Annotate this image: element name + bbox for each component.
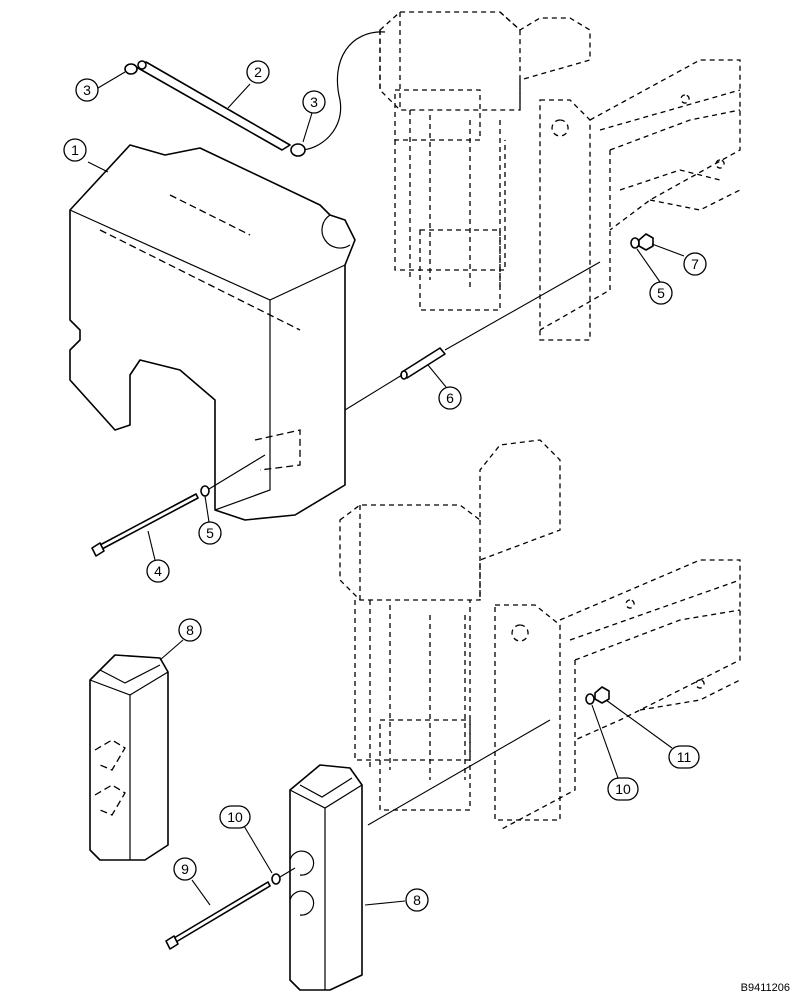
callout-1: 1 (63, 138, 87, 162)
svg-text:6: 6 (446, 390, 454, 406)
callout-3-right: 3 (302, 90, 326, 114)
callout-5-chassis: 5 (649, 281, 673, 305)
bolt-4 (91, 493, 199, 557)
callout-11: 11 (668, 745, 700, 769)
washer-10-chassis (585, 693, 595, 705)
svg-text:5: 5 (206, 525, 214, 541)
callout-10-bolt: 10 (219, 805, 251, 829)
counterweight-8-mounted (289, 764, 363, 991)
svg-text:9: 9 (181, 861, 189, 877)
washer-5-bolt (200, 485, 210, 497)
svg-text:3: 3 (83, 82, 91, 98)
counterweight-1 (69, 144, 356, 521)
svg-text:11: 11 (677, 749, 692, 765)
callout-8-mounted: 8 (405, 888, 429, 912)
upper-chassis-frame (379, 11, 741, 341)
bolt-9-axis-line (279, 867, 296, 878)
svg-text:8: 8 (186, 622, 194, 638)
callout-4: 4 (146, 559, 170, 583)
svg-text:3: 3 (310, 94, 318, 110)
washer-10-bolt (271, 873, 281, 885)
washer-5-chassis (630, 237, 640, 249)
svg-text:5: 5 (657, 285, 665, 301)
lower-chassis-frame (339, 439, 741, 831)
svg-text:7: 7 (691, 256, 699, 272)
callout-9: 9 (173, 857, 197, 881)
bolt-9 (165, 881, 271, 950)
lower-alignment-line (367, 719, 551, 826)
upper-alignment-line (344, 261, 601, 411)
svg-text:8: 8 (413, 892, 421, 908)
svg-text:4: 4 (154, 563, 162, 579)
drawing-number: B9411206 (740, 982, 790, 994)
callout-8-loose: 8 (178, 618, 202, 642)
callout-10-chassis: 10 (607, 777, 639, 801)
hose-line (299, 31, 386, 151)
counterweight-8-loose (89, 654, 169, 861)
svg-text:10: 10 (615, 781, 631, 797)
svg-text:1: 1 (71, 142, 79, 158)
callout-7: 7 (683, 252, 707, 276)
svg-text:2: 2 (254, 64, 262, 80)
pin-2 (137, 60, 291, 151)
bolt-4-axis-line (208, 454, 266, 490)
callout-6: 6 (438, 386, 462, 410)
snap-ring-3-right (290, 143, 306, 157)
nut-7 (638, 233, 654, 251)
callout-5-bolt: 5 (198, 521, 222, 545)
snap-ring-3-left (124, 63, 138, 75)
callout-3-left: 3 (75, 78, 99, 102)
nut-11 (594, 686, 610, 704)
svg-text:10: 10 (227, 809, 243, 825)
spacer-6 (400, 347, 446, 380)
callout-2: 2 (246, 60, 270, 84)
